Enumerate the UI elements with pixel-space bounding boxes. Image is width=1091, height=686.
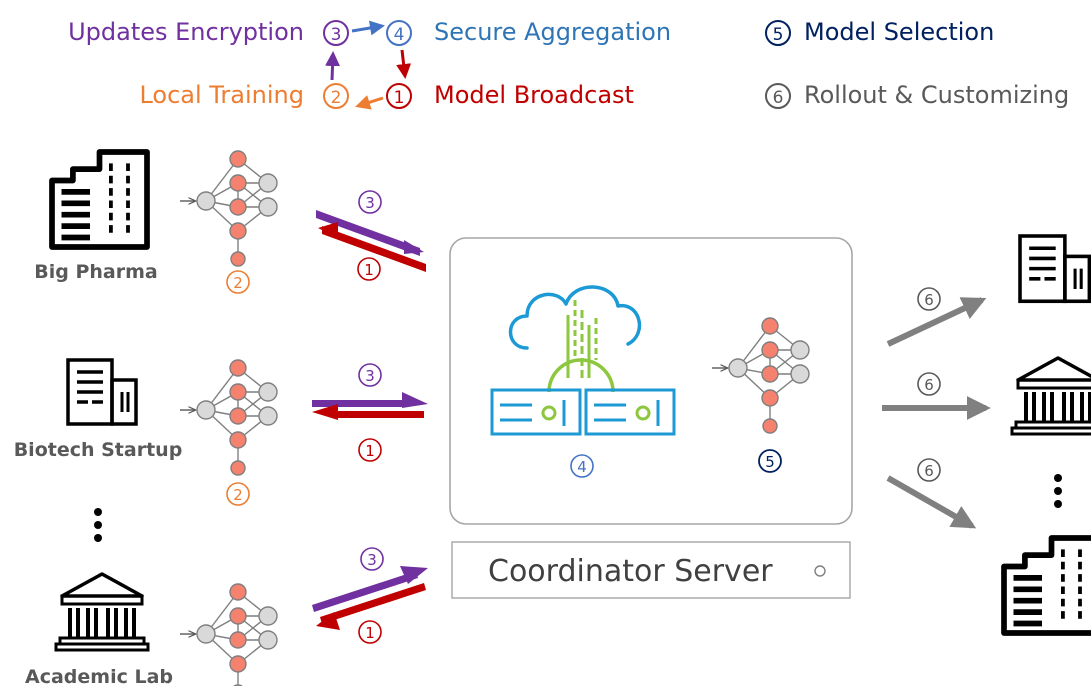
legend-cycle: 3 4 2 1: [323, 20, 412, 110]
legend-num-5: 5: [773, 25, 784, 45]
step-3-badge: 3: [367, 551, 377, 569]
recipient-small-building: [1018, 234, 1091, 304]
neural-network-icon: [180, 151, 277, 266]
legend-num-6: 6: [773, 88, 784, 108]
institution-icon: [1010, 356, 1091, 436]
more-recipients-ellipsis: [1054, 474, 1062, 508]
neural-network-icon: [180, 584, 277, 686]
coordinator-panel: 4 5: [449, 237, 853, 525]
office-building-icon: [1004, 538, 1091, 633]
step-5-badge: 5: [765, 453, 775, 471]
coordinator-server-label: Coordinator Server: [488, 554, 773, 589]
participant-big-pharma: Big Pharma 2: [34, 151, 277, 294]
exchange-arrows-bottom: 3 1: [312, 547, 428, 644]
exchange-arrows-middle: 3 1: [312, 363, 428, 462]
participant-academic-lab: Academic Lab: [25, 572, 277, 686]
recipient-institution: [1010, 356, 1091, 436]
legend-num-1: 1: [394, 88, 405, 108]
legend-num-4: 4: [394, 25, 405, 45]
small-building-icon: [66, 358, 138, 426]
step-2-badge: 2: [233, 486, 243, 504]
step-1-badge: 1: [365, 624, 375, 642]
step-1-badge: 1: [365, 442, 375, 460]
step-3-badge: 3: [365, 367, 375, 385]
participant-label: Big Pharma: [34, 261, 157, 283]
participant-label: Academic Lab: [25, 666, 173, 686]
status-dot-icon: [814, 565, 826, 577]
legend-label-rollout: Rollout & Customizing: [804, 81, 1069, 109]
step-1-badge: 1: [364, 261, 374, 279]
cloud-server-icon: [490, 285, 676, 436]
step-4-badge: 4: [577, 458, 587, 476]
neural-network-icon: [180, 360, 277, 475]
step-6-badge: 6: [924, 291, 934, 309]
step-2-badge: 2: [233, 274, 243, 292]
legend-num-2: 2: [331, 88, 342, 108]
exchange-arrows-top: 3 1: [316, 190, 426, 281]
legend-label-aggregation: Secure Aggregation: [434, 18, 671, 46]
legend-label-selection: Model Selection: [804, 18, 994, 46]
legend: Updates Encryption Local Training Secure…: [68, 18, 1069, 110]
legend-num-3: 3: [331, 25, 342, 45]
legend-label-training: Local Training: [139, 81, 304, 109]
coordinator-server-label-box: Coordinator Server: [451, 541, 851, 599]
office-building-icon: [52, 152, 147, 247]
recipient-big-building: [1004, 538, 1091, 633]
legend-label-encryption: Updates Encryption: [68, 18, 304, 46]
legend-label-broadcast: Model Broadcast: [434, 81, 634, 109]
participant-biotech-startup: Biotech Startup 2: [14, 358, 277, 506]
participant-label: Biotech Startup: [14, 439, 183, 461]
step-6-badge: 6: [924, 376, 934, 394]
small-building-icon: [1018, 234, 1091, 304]
step-6-badge: 6: [924, 462, 934, 480]
institution-icon: [54, 572, 150, 652]
rollout-arrows: 6 6 6: [882, 287, 991, 529]
more-participants-ellipsis: [94, 508, 102, 542]
step-3-badge: 3: [365, 194, 375, 212]
